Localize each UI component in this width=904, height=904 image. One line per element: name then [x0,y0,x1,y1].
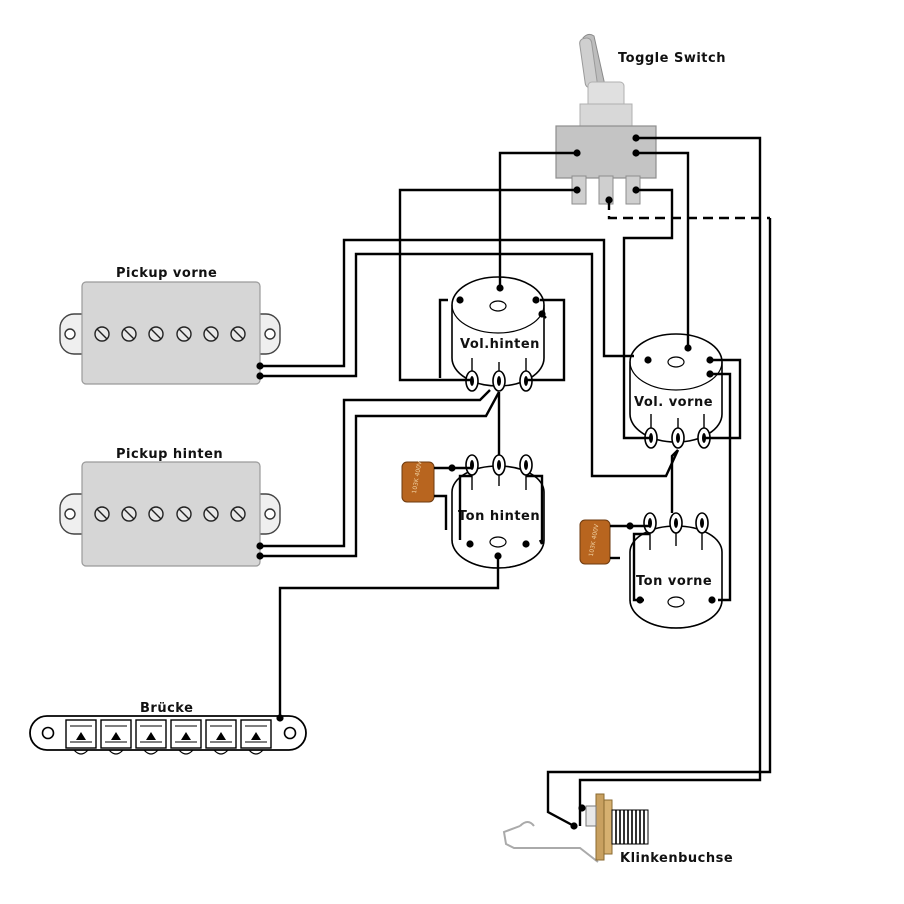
bridge[interactable] [29,715,307,755]
capacitor-front[interactable]: 103K 400V [579,519,611,565]
pot-vol-rear-label: Vol.hinten [460,337,540,352]
solder-joints [256,134,716,830]
pot-vol-front-label: Vol. vorne [634,395,713,410]
pot-tone-front[interactable] [629,512,723,629]
bridge-saddles [65,719,272,755]
toggle-switch-label: Toggle Switch [618,51,726,66]
output-jack[interactable] [502,793,649,863]
pickup-rear[interactable] [59,461,281,567]
pot-vol-rear[interactable] [451,276,545,392]
bridge-label: Brücke [140,701,193,716]
pickup-front-label: Pickup vorne [116,266,217,281]
pot-vol-front[interactable] [629,333,723,449]
pot-tone-front-label: Ton vorne [636,574,712,589]
wires [260,136,772,828]
pickup-front[interactable] [59,281,281,385]
pickup-rear-label: Pickup hinten [116,447,223,462]
pot-tone-rear-label: Ton hinten [458,509,540,524]
toggle-switch[interactable] [555,33,657,205]
jack-label: Klinkenbuchse [620,851,733,866]
pickup-front-screws [94,326,246,342]
capacitor-rear[interactable]: 103K 400V [401,460,435,503]
pickup-rear-screws [94,506,246,522]
